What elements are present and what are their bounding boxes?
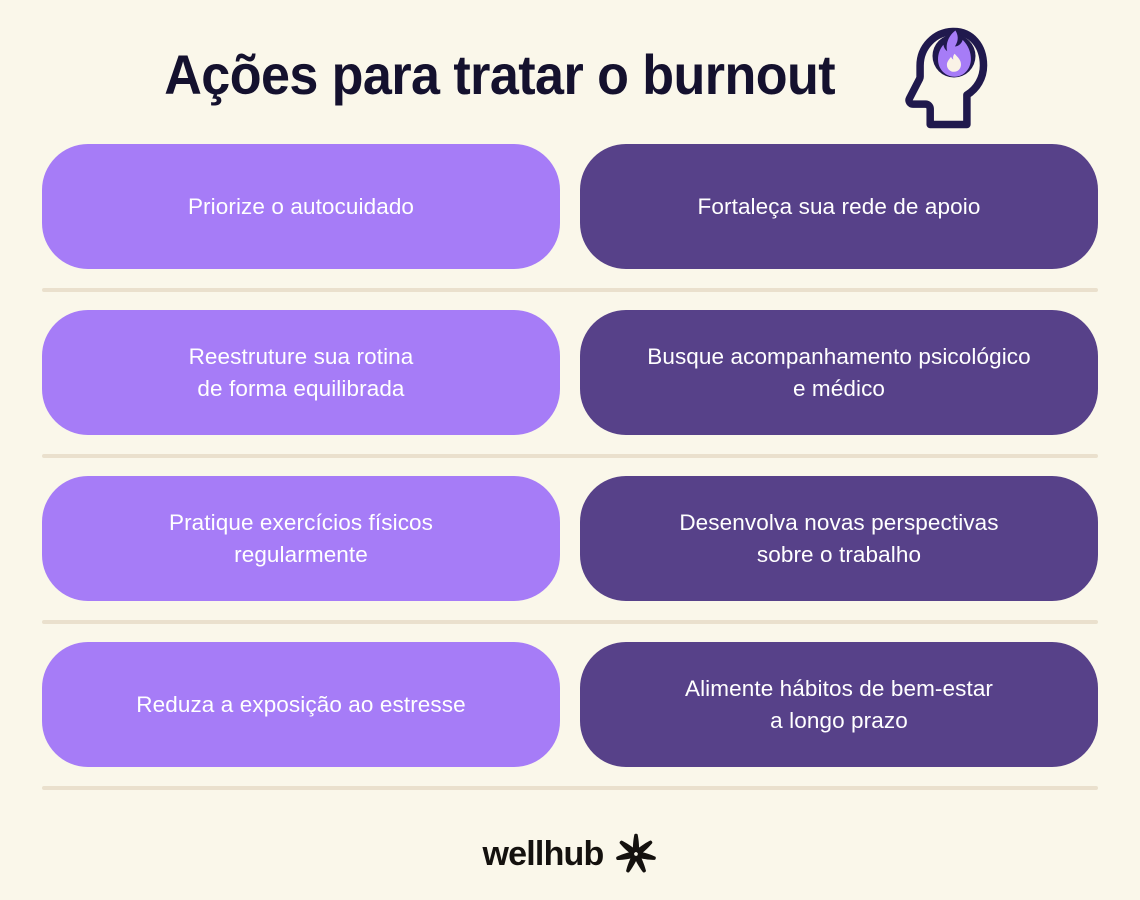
wellhub-wordmark: wellhub (482, 835, 605, 874)
action-card-label: Reestruture sua rotina de forma equilibr… (189, 341, 414, 405)
action-card-label: Desenvolva novas perspectivas sobre o tr… (679, 507, 998, 571)
page-title: Ações para tratar o burnout (164, 42, 836, 106)
actions-row-3: Pratique exercícios físicos regularmente… (42, 476, 1098, 602)
action-card-line: Fortaleça sua rede de apoio (697, 193, 981, 219)
action-card-line: e médico (792, 375, 886, 401)
action-card-label: Pratique exercícios físicos regularmente (169, 507, 433, 571)
action-card-reestruture-rotina[interactable]: Reestruture sua rotina de forma equilibr… (42, 310, 560, 436)
row-divider-1 (42, 288, 1098, 293)
actions-row-4: Reduza a exposição ao estresse Alimente … (42, 642, 1098, 768)
action-card-label: Priorize o autocuidado (188, 191, 414, 223)
action-card-novas-perspectivas[interactable]: Desenvolva novas perspectivas sobre o tr… (580, 476, 1098, 602)
actions-row-1: Priorize o autocuidado Fortaleça sua red… (42, 144, 1098, 270)
action-card-line: Reduza a exposição ao estresse (136, 691, 466, 717)
row-divider-2 (42, 454, 1098, 459)
action-card-priorize-autocuidado[interactable]: Priorize o autocuidado (42, 144, 560, 270)
poster-footer: wellhub (0, 808, 1140, 900)
action-card-line: Priorize o autocuidado (187, 193, 415, 219)
head-flame-burnout-icon (904, 27, 987, 129)
action-card-line: Busque acompanhamento psicológico (647, 343, 1031, 369)
action-card-acompanhamento-psicologico[interactable]: Busque acompanhamento psicológico e médi… (580, 310, 1098, 436)
action-card-label: Busque acompanhamento psicológico e médi… (647, 341, 1031, 405)
action-card-label: Fortaleça sua rede de apoio (698, 191, 981, 223)
action-card-rede-de-apoio[interactable]: Fortaleça sua rede de apoio (580, 144, 1098, 270)
action-card-line: Alimente hábitos de bem-estar (684, 675, 994, 701)
action-card-line: Reestruture sua rotina (188, 343, 414, 369)
action-card-line: sobre o trabalho (756, 541, 922, 567)
action-card-exercicios-fisicos[interactable]: Pratique exercícios físicos regularmente (42, 476, 560, 602)
action-card-reduza-estresse[interactable]: Reduza a exposição ao estresse (42, 642, 560, 768)
row-divider-3 (42, 620, 1098, 625)
action-card-line: de forma equilibrada (197, 375, 405, 401)
actions-row-2: Reestruture sua rotina de forma equilibr… (42, 310, 1098, 436)
poster-header: Ações para tratar o burnout (0, 0, 1140, 144)
actions-grid: Priorize o autocuidado Fortaleça sua red… (0, 144, 1140, 808)
action-card-line: regularmente (234, 541, 368, 567)
action-card-label: Alimente hábitos de bem-estar a longo pr… (685, 673, 993, 737)
action-card-line: Desenvolva novas perspectivas (679, 509, 999, 535)
action-card-habitos-bem-estar[interactable]: Alimente hábitos de bem-estar a longo pr… (580, 642, 1098, 768)
action-card-label: Reduza a exposição ao estresse (136, 689, 465, 721)
row-divider-4 (42, 786, 1098, 791)
pinwheel-logo-icon (616, 833, 657, 873)
action-card-line: Pratique exercícios físicos (168, 509, 434, 535)
action-card-line: a longo prazo (770, 707, 908, 733)
